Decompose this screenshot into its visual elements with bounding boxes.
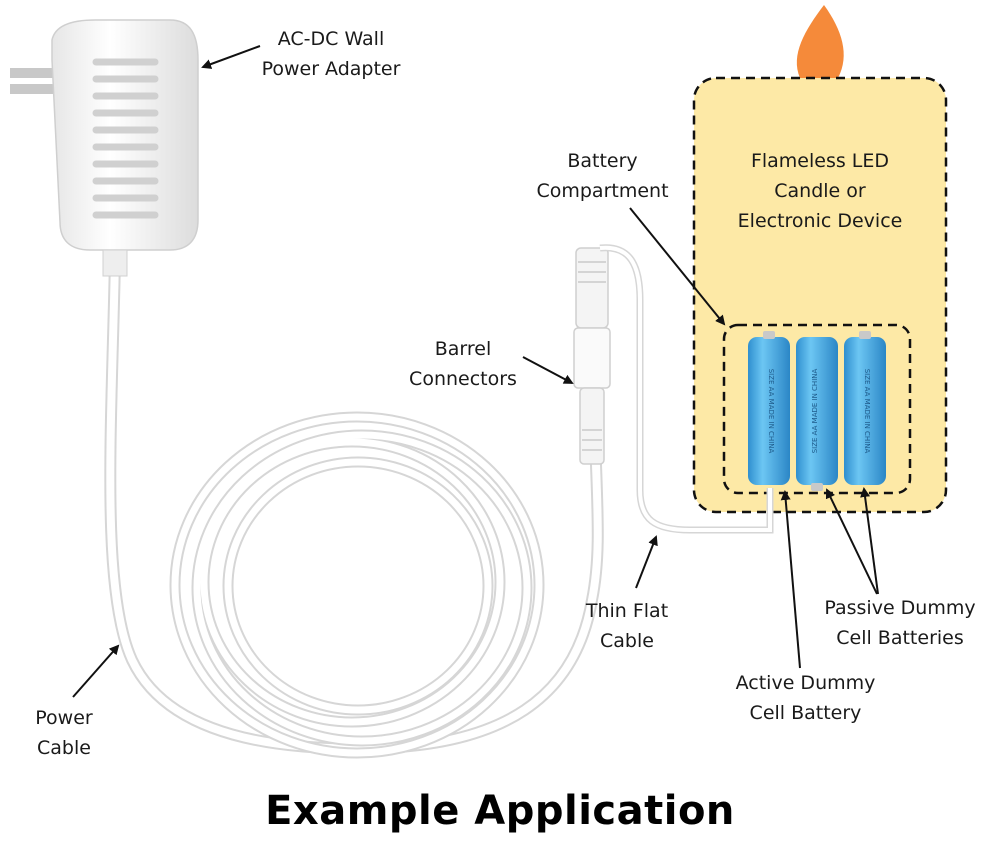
- svg-text:SIZE AA MADE IN CHINA: SIZE AA MADE IN CHINA: [863, 369, 871, 454]
- barrel-connector: [573, 247, 611, 465]
- thin-flat-cable: [599, 244, 774, 534]
- power-cable: [104, 252, 604, 759]
- arrow-passive-1: [825, 488, 878, 595]
- page-title: Example Application: [265, 788, 735, 834]
- arrow-power-cable: [72, 644, 120, 698]
- arrow-battery-compartment: [629, 207, 726, 326]
- flame-icon: [796, 5, 844, 78]
- svg-text:SIZE AA MADE IN CHINA: SIZE AA MADE IN CHINA: [767, 369, 775, 454]
- battery-passive-2: SIZE AA MADE IN CHINA: [844, 331, 886, 485]
- svg-text:SIZE AA MADE IN CHINA: SIZE AA MADE IN CHINA: [811, 369, 819, 454]
- arrow-barrel: [522, 356, 574, 384]
- battery-passive-1: SIZE AA MADE IN CHINA: [796, 337, 838, 491]
- wall-adapter: [10, 19, 199, 277]
- arrow-active: [780, 490, 801, 669]
- battery-compartment-box: [722, 323, 912, 495]
- arrow-adapter: [201, 45, 261, 69]
- battery-active: SIZE AA MADE IN CHINA: [748, 331, 790, 485]
- arrow-thin-cable: [635, 535, 658, 589]
- arrow-passive-2: [860, 487, 879, 595]
